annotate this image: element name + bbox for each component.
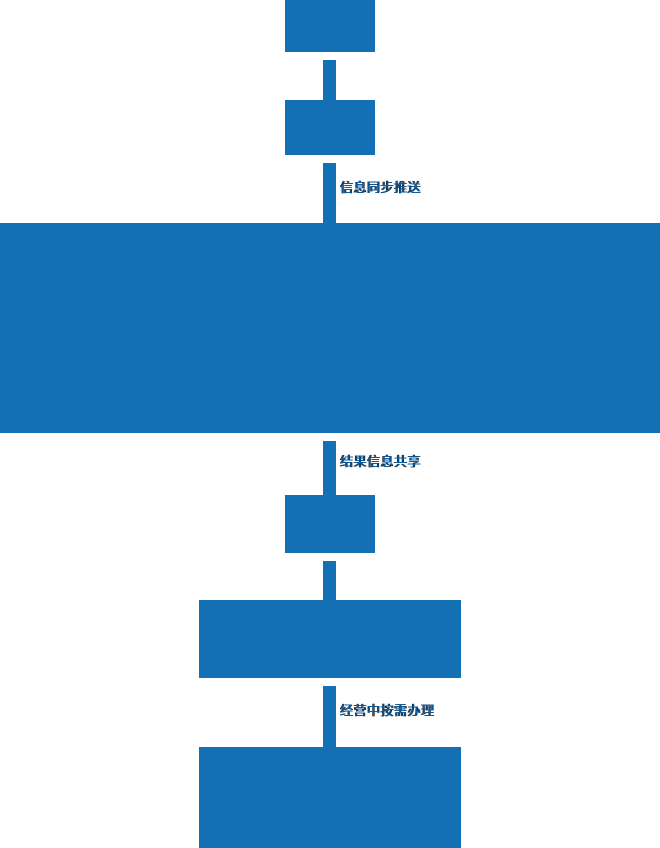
flow-connector-2 — [323, 163, 336, 224]
flow-node-5[interactable] — [199, 600, 461, 678]
edge-label-handle-on-demand: 经营中按需办理 — [340, 704, 435, 719]
flow-node-2[interactable] — [285, 100, 375, 155]
flow-node-1[interactable] — [285, 0, 375, 52]
flow-connector-3 — [323, 441, 336, 496]
flow-connector-1 — [323, 60, 336, 101]
edge-label-result-info-share: 结果信息共享 — [340, 455, 422, 470]
flow-connector-5 — [323, 686, 336, 748]
flow-node-4[interactable] — [285, 495, 375, 553]
edge-label-info-sync-push: 信息同步推送 — [340, 181, 422, 196]
flow-node-3-wide-band[interactable] — [0, 223, 660, 433]
flow-connector-4 — [323, 561, 336, 601]
flow-node-6[interactable] — [199, 747, 461, 848]
